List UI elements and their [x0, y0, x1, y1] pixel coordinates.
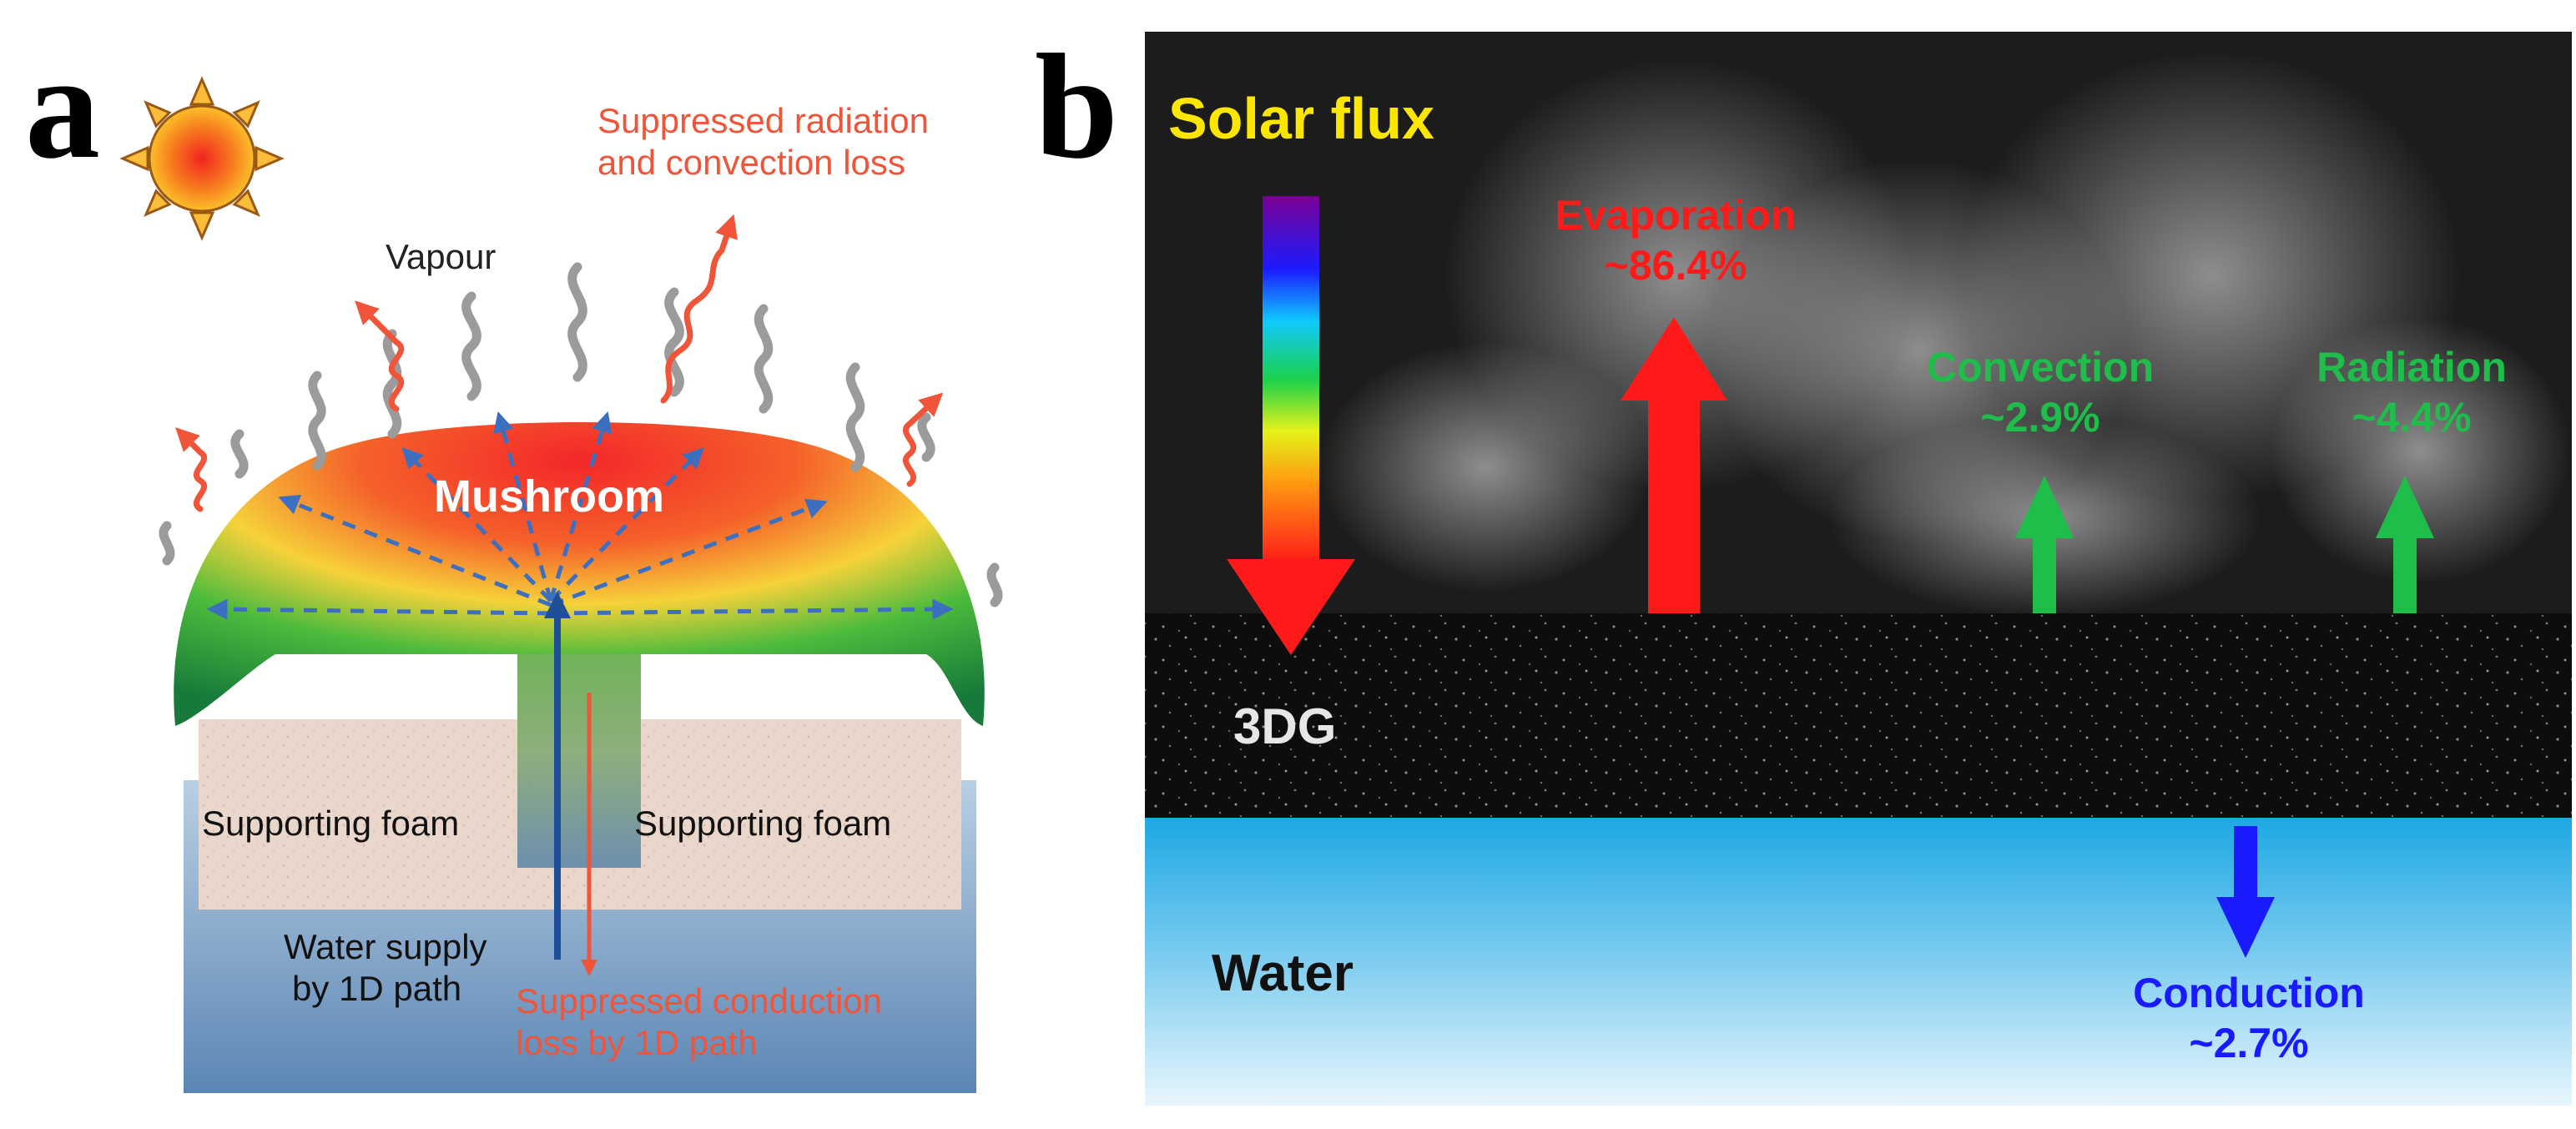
vapour-wave-icon	[159, 262, 1003, 607]
conduction-name: Conduction	[2133, 970, 2365, 1016]
panel-a-letter: a	[25, 23, 100, 189]
wavy-arrow-icon	[175, 214, 944, 512]
convection-name: Convection	[1926, 344, 2155, 391]
convection-arrow	[2015, 476, 2074, 613]
mushroom-cap	[174, 422, 985, 726]
panel-a	[119, 76, 1003, 1093]
sun-icon	[119, 76, 285, 241]
water-supply-label: Water supply by 1D path	[284, 926, 487, 1011]
convection-label: Convection ~2.9%	[1915, 342, 2165, 442]
supporting-foam-left-label: Supporting foam	[202, 804, 460, 843]
evaporation-value: ~86.4%	[1604, 242, 1747, 289]
evaporation-arrow	[1621, 317, 1727, 613]
conduction-value: ~2.7%	[2189, 1020, 2309, 1066]
water-layer	[1145, 818, 2572, 1106]
water-label: Water	[1212, 945, 1354, 1002]
mushroom-label: Mushroom	[434, 471, 664, 522]
conduction-arrow	[2216, 826, 2275, 958]
3dg-label: 3DG	[1233, 698, 1337, 754]
supporting-foam-right-label: Supporting foam	[634, 804, 892, 843]
water-supply-line1: Water supply	[284, 927, 487, 966]
radiation-name: Radiation	[2316, 344, 2507, 391]
conduction-label: Conduction ~2.7%	[2090, 968, 2407, 1068]
convection-value: ~2.9%	[1980, 394, 2100, 441]
vapour-label: Vapour	[386, 237, 497, 276]
evaporation-name: Evaporation	[1555, 192, 1797, 239]
suppressed-conduction-line2: loss by 1D path	[516, 1023, 758, 1063]
radiation-value: ~4.4%	[2352, 394, 2472, 441]
suppressed-conduction-label: Suppressed conduction loss by 1D path	[516, 980, 882, 1065]
suppressed-conduction-line1: Suppressed conduction	[516, 981, 882, 1021]
panel-b-letter: b	[1035, 23, 1119, 189]
solar-flux-arrow	[1227, 196, 1355, 655]
suppressed-radiation-line2: and convection loss	[597, 143, 905, 183]
solar-flux-label: Solar flux	[1168, 86, 1434, 151]
graphene-layer	[1145, 613, 2572, 818]
heat-spread-arrows	[206, 411, 954, 620]
panel-b	[1145, 32, 2572, 1106]
radiation-label: Radiation ~4.4%	[2286, 342, 2537, 442]
suppressed-radiation-line1: Suppressed radiation	[597, 101, 929, 140]
evaporation-label: Evaporation ~86.4%	[1534, 190, 1817, 290]
mushroom-stem	[517, 613, 641, 868]
water-supply-line2: by 1D path	[292, 969, 462, 1009]
radiation-arrow	[2376, 476, 2434, 613]
vapour-smoke	[1318, 50, 2570, 617]
suppressed-radiation-label: Suppressed radiation and convection loss	[597, 100, 929, 184]
